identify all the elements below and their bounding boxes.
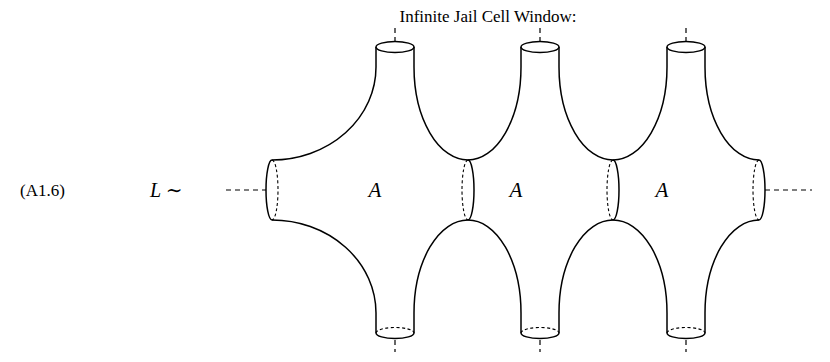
tube-end (376, 42, 414, 53)
tube-cross-section-hidden (462, 160, 468, 220)
tube-end (521, 333, 559, 339)
tube-cross-section-hidden (607, 160, 613, 220)
tube-end-hidden (521, 328, 559, 334)
equation-symbol: L ∼ (150, 180, 183, 200)
surface-boundary (613, 47, 667, 160)
surface-boundary (468, 220, 521, 333)
continuation-line (685, 28, 686, 41)
equation-number: (A1.6) (20, 182, 65, 199)
tube-end (667, 42, 705, 53)
continuation-line (394, 28, 395, 41)
tube-cross-section (613, 160, 619, 220)
surface-boundary (272, 220, 376, 333)
surface-boundary (468, 47, 521, 160)
surface-boundary (559, 47, 613, 160)
continuation-line (226, 189, 266, 190)
tube-end (521, 42, 559, 53)
continuation-line (765, 189, 812, 190)
continuation-line (685, 340, 686, 352)
surface-piece: A (369, 180, 382, 201)
surface-boundary (414, 47, 468, 160)
piece-label: A (656, 180, 669, 201)
tube-end (667, 333, 705, 339)
tube-end (376, 333, 414, 339)
continuation-line (539, 28, 540, 41)
surface-boundary (705, 47, 759, 160)
surface-boundary (414, 220, 468, 333)
surface-boundary (613, 220, 667, 333)
surface-piece: A (656, 180, 669, 201)
tube-cross-section (759, 160, 765, 220)
diagram-title: Infinite Jail Cell Window: (399, 8, 576, 25)
tube-cross-section (266, 160, 272, 220)
continuation-line (539, 340, 540, 352)
surface-boundary (705, 220, 759, 333)
piece-label: A (369, 180, 382, 201)
tube-cross-section-hidden (272, 160, 278, 220)
piece-label: A (510, 180, 523, 201)
tube-end-hidden (376, 328, 414, 334)
continuation-line (394, 340, 395, 352)
tube-end-hidden (667, 328, 705, 334)
tube-cross-section (468, 160, 474, 220)
surface-piece: A (510, 180, 523, 201)
surface-boundary (559, 220, 613, 333)
surface-boundary (272, 47, 376, 160)
tube-cross-section-hidden (753, 160, 759, 220)
